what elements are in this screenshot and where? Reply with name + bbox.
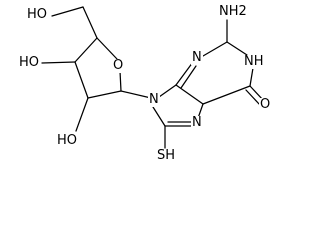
bond-c4-n3 <box>175 61 194 86</box>
bond-n1-c6 <box>249 67 254 87</box>
bond-layer <box>41 6 265 149</box>
bond-c6-c5 <box>202 85 251 105</box>
bond-c3-oh <box>41 61 76 64</box>
bond-c5-c4 <box>175 84 204 105</box>
bond-ch2-oh <box>51 6 84 17</box>
bond-c4-n9 <box>158 84 177 98</box>
label-nh: NH <box>243 54 265 69</box>
label-bottom-ho: HO <box>56 133 79 148</box>
label-left-ho: HO <box>18 55 41 70</box>
bond-c2-oh <box>75 97 89 132</box>
label-amine: NH2 <box>218 4 248 19</box>
bond-c2-c1 <box>87 90 122 99</box>
bond-c1-n9 <box>120 90 152 99</box>
bond-c4-n3-double <box>180 65 197 89</box>
bond-n3-c2 <box>202 41 228 57</box>
structure-canvas: HO HO HO O N N NH2 NH N O SH <box>18 4 272 163</box>
bond-c3-c2 <box>74 61 89 99</box>
bond-ring-o-c1 <box>119 70 122 92</box>
bond-c2-n1 <box>226 41 248 56</box>
label-n9: N <box>148 92 160 107</box>
label-thiol: SH <box>156 148 177 163</box>
bond-c6-o-double <box>245 89 261 106</box>
label-carbonyl-oxygen: O <box>259 97 272 112</box>
bond-c4-ring-o <box>96 37 118 60</box>
label-n7: N <box>191 115 203 130</box>
label-top-ho: HO <box>26 7 49 22</box>
label-ring-oxygen: O <box>112 58 125 73</box>
bond-n9-c8 <box>152 106 166 127</box>
label-n3: N <box>191 50 203 65</box>
bond-c4-c3 <box>74 37 98 63</box>
bond-c4-ch2 <box>82 6 98 39</box>
